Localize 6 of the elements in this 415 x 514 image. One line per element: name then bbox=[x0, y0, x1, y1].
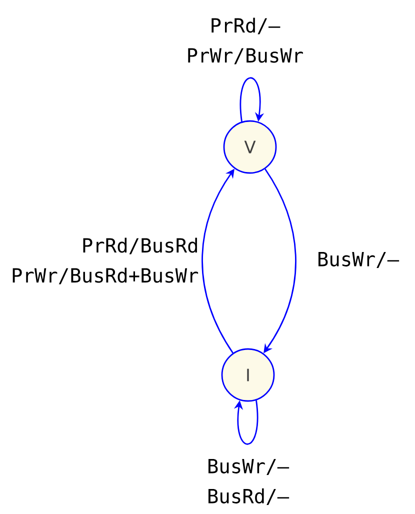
transition-arrow bbox=[234, 400, 258, 445]
edge-label: BusWr/– BusRd/– bbox=[208, 459, 290, 505]
transition-arrow bbox=[240, 77, 264, 122]
edge-label: PrRd/BusRd PrWr/BusRd+BusWr bbox=[12, 238, 198, 284]
edge-label: BusWr/– bbox=[318, 252, 400, 268]
edge-label: PrRd/– PrWr/BusWr bbox=[188, 18, 303, 64]
